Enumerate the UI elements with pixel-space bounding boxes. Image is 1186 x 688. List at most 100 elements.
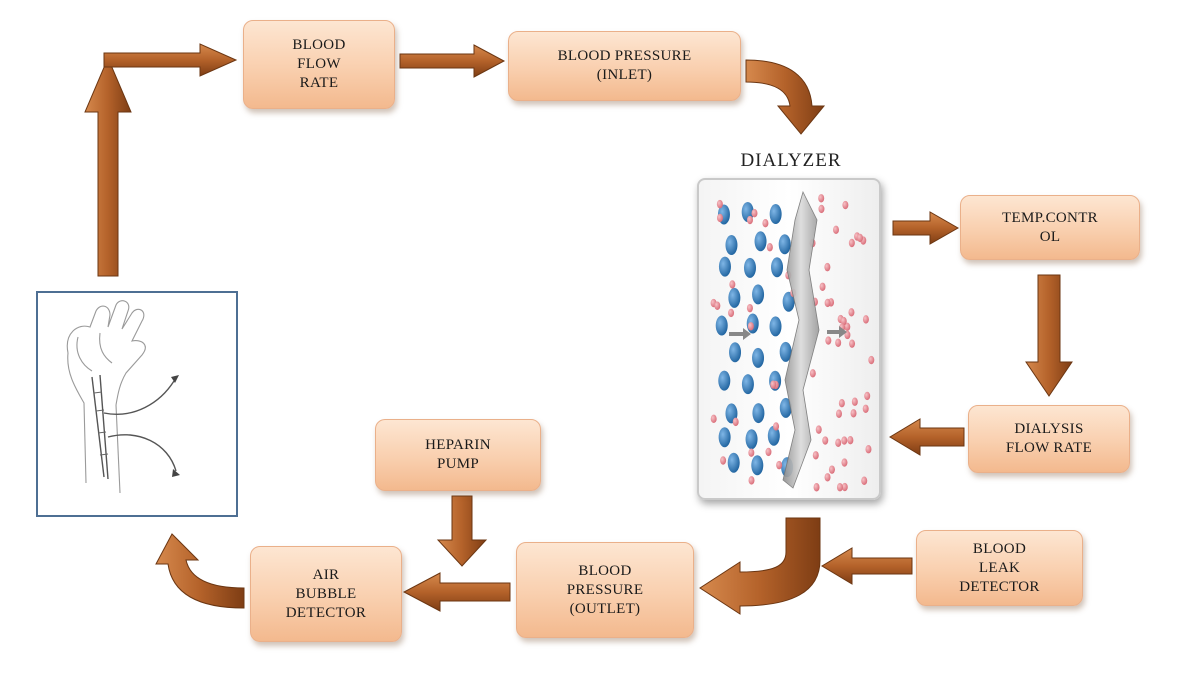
red-solute-particle [732, 417, 739, 427]
red-solute-particle [836, 483, 843, 492]
arrow-up-from-patient [84, 56, 132, 277]
red-solute-particle [840, 316, 847, 326]
red-solute-particle [746, 303, 753, 313]
red-solute-particle [844, 322, 851, 332]
blue-blood-particle [767, 425, 780, 446]
node-blood-pressure-outlet: BLOOD PRESSURE (OUTLET) [516, 542, 694, 638]
red-solute-particle [746, 215, 753, 225]
red-solute-particle [716, 213, 723, 223]
red-solute-particle [838, 399, 845, 408]
red-solute-particle [716, 199, 723, 209]
blue-blood-particle [769, 204, 782, 225]
dialyzer-illustration [697, 178, 881, 500]
red-solute-particle [862, 315, 869, 324]
red-solute-particle [815, 425, 822, 434]
arm-fistula-sketch [66, 300, 180, 494]
red-solute-particle [809, 369, 816, 378]
red-solute-particle [847, 436, 854, 445]
arrow-to-temp-control [892, 211, 960, 245]
blue-blood-particle [745, 429, 758, 450]
red-solute-particle [862, 404, 869, 413]
arrow-down-to-dialysis-flow-rate [1025, 274, 1073, 397]
red-solute-particle [762, 219, 769, 228]
red-solute-particle [710, 414, 717, 424]
red-solute-particle [868, 355, 875, 365]
red-solute-particle [822, 436, 829, 445]
red-solute-particle [751, 208, 758, 218]
red-solute-particle [818, 204, 825, 214]
red-solute-particle [848, 308, 855, 317]
dialyzer-title: DIALYZER [740, 150, 842, 171]
red-solute-particle [833, 225, 840, 235]
arrow-curve-dialyzer-to-outlet [699, 517, 821, 615]
node-blood-pressure-inlet: BLOOD PRESSURE (INLET) [508, 31, 741, 101]
red-solute-particle [720, 456, 727, 465]
blue-blood-particle [752, 403, 765, 424]
red-solute-particle [841, 436, 848, 445]
blue-blood-particle [728, 287, 741, 308]
blue-blood-particle [718, 370, 731, 391]
red-solute-particle [747, 322, 754, 331]
red-solute-particle [864, 391, 871, 401]
red-solute-particle [765, 447, 772, 457]
fistula-lines [91, 374, 177, 480]
red-solute-particle [728, 308, 735, 318]
red-solute-particle [841, 458, 848, 467]
blue-blood-particle [752, 284, 765, 305]
dialyzer-membrane [782, 190, 820, 489]
blue-blood-particle [727, 452, 740, 473]
blue-blood-particle [782, 291, 795, 312]
red-solute-particle [729, 280, 736, 289]
red-solute-particle [825, 336, 832, 345]
node-blood-flow-rate: BLOOD FLOW RATE [243, 20, 395, 109]
arrow-down-from-heparin-pump [436, 495, 488, 567]
red-solute-particle [848, 238, 855, 248]
red-solute-particle [748, 448, 755, 457]
red-solute-particle [766, 243, 773, 252]
blue-blood-particle [751, 455, 764, 476]
red-solute-particle [849, 339, 856, 348]
arrow-to-air-bubble-detector [402, 572, 511, 612]
patient-arm-illustration [36, 291, 238, 517]
dialyzer-membrane-graphic [710, 190, 875, 492]
red-solute-particle [773, 422, 780, 431]
blue-blood-particle [779, 341, 792, 362]
blue-blood-particle [729, 342, 742, 363]
red-solute-particle [812, 451, 819, 460]
node-dialysis-flow-rate: DIALYSIS FLOW RATE [968, 405, 1130, 473]
blue-blood-particle [778, 234, 791, 255]
arrow-to-dialyzer-from-dialysis [889, 418, 965, 456]
red-solute-particle [844, 330, 851, 340]
needle-marks [93, 391, 109, 456]
arrow-from-blood-leak-detector [821, 547, 913, 585]
red-solute-particle [841, 482, 848, 492]
arrow-curve-back-to-patient [155, 533, 245, 609]
red-solute-particle [714, 301, 721, 310]
node-air-bubble-detector: AIR BUBBLE DETECTOR [250, 546, 402, 642]
red-solute-particle [819, 282, 826, 291]
red-solute-particle [824, 298, 831, 308]
red-solute-particle [835, 338, 842, 347]
red-solute-particle [776, 460, 783, 470]
blue-blood-particle [741, 374, 754, 395]
blue-blood-particle [779, 397, 792, 418]
red-solute-particle [842, 200, 849, 210]
blue-blood-particle [725, 235, 738, 256]
red-solute-particle [865, 445, 872, 454]
red-solute-particle [824, 473, 831, 482]
blue-blood-particle [718, 256, 731, 277]
blue-blood-particle [771, 257, 784, 278]
arrow-to-blood-pressure-inlet [399, 44, 506, 78]
blue-blood-particle [743, 257, 756, 278]
red-solute-particle [828, 465, 835, 474]
blue-blood-particle [718, 427, 731, 448]
blue-blood-particle [769, 316, 782, 337]
node-heparin-pump: HEPARIN PUMP [375, 419, 541, 491]
needle-tips [171, 375, 180, 477]
red-solute-particle [770, 380, 777, 389]
red-solute-particle [824, 262, 831, 272]
node-temp-control: TEMP.CONTR OL [960, 195, 1140, 260]
red-solute-particle [818, 194, 825, 203]
